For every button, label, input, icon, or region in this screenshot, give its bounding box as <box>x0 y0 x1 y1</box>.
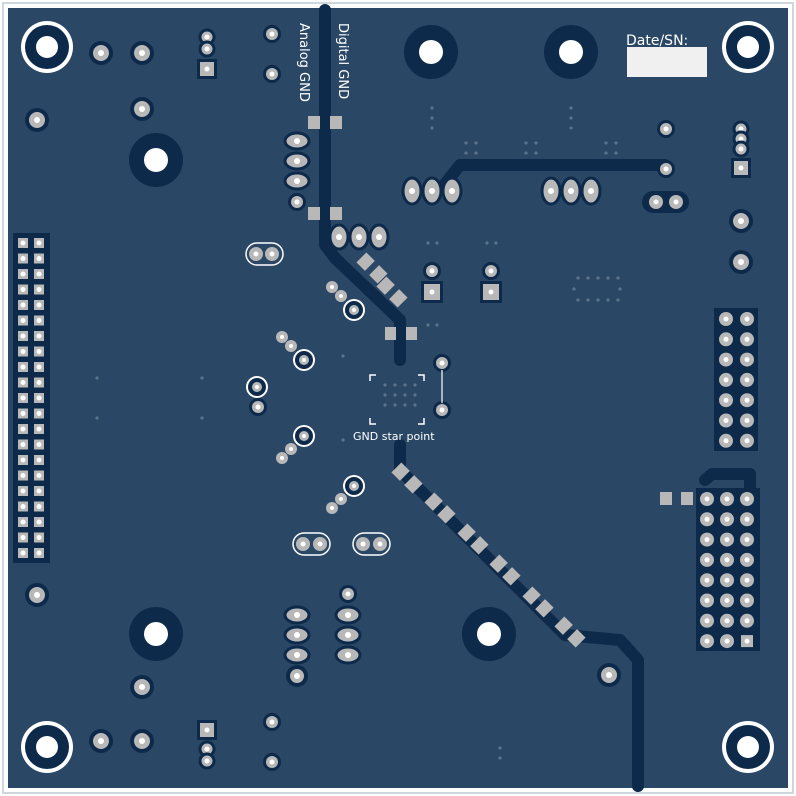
test-points <box>246 299 365 497</box>
gnd-star-point-label: GND star point <box>353 430 435 443</box>
date-sn-label: Date/SN: <box>626 33 688 49</box>
oval-pin-columns <box>283 131 362 665</box>
mounting-hole <box>129 133 183 187</box>
through-hole-pads <box>25 41 753 753</box>
star-point-outline <box>369 374 425 425</box>
smd-pads <box>308 116 693 505</box>
mounting-hole <box>462 607 516 661</box>
left-pin-header <box>13 233 50 563</box>
mounting-hole <box>21 721 73 773</box>
small-pads <box>249 25 675 771</box>
two-pin-parts <box>245 191 689 556</box>
right-pin-header-lower <box>696 488 760 651</box>
mounting-hole <box>722 21 774 73</box>
mounting-hole <box>722 721 774 773</box>
oval-pin-rows <box>328 176 602 251</box>
mounting-holes <box>21 21 774 773</box>
right-pin-header-upper <box>714 308 758 451</box>
mounting-hole <box>129 607 183 661</box>
diagonal-smd-pads <box>356 252 586 648</box>
digital-gnd-label: Digital GND <box>335 23 350 99</box>
mounting-hole <box>544 25 598 79</box>
small-3pin-headers <box>197 28 751 770</box>
tiny-vias <box>95 106 622 760</box>
diagonal-pad-pairs <box>276 281 347 514</box>
serial-number-box <box>627 47 707 77</box>
mounting-hole <box>404 25 458 79</box>
copper-pour <box>8 8 788 788</box>
mounting-hole <box>21 21 73 73</box>
analog-gnd-label: Analog GND <box>296 23 311 102</box>
